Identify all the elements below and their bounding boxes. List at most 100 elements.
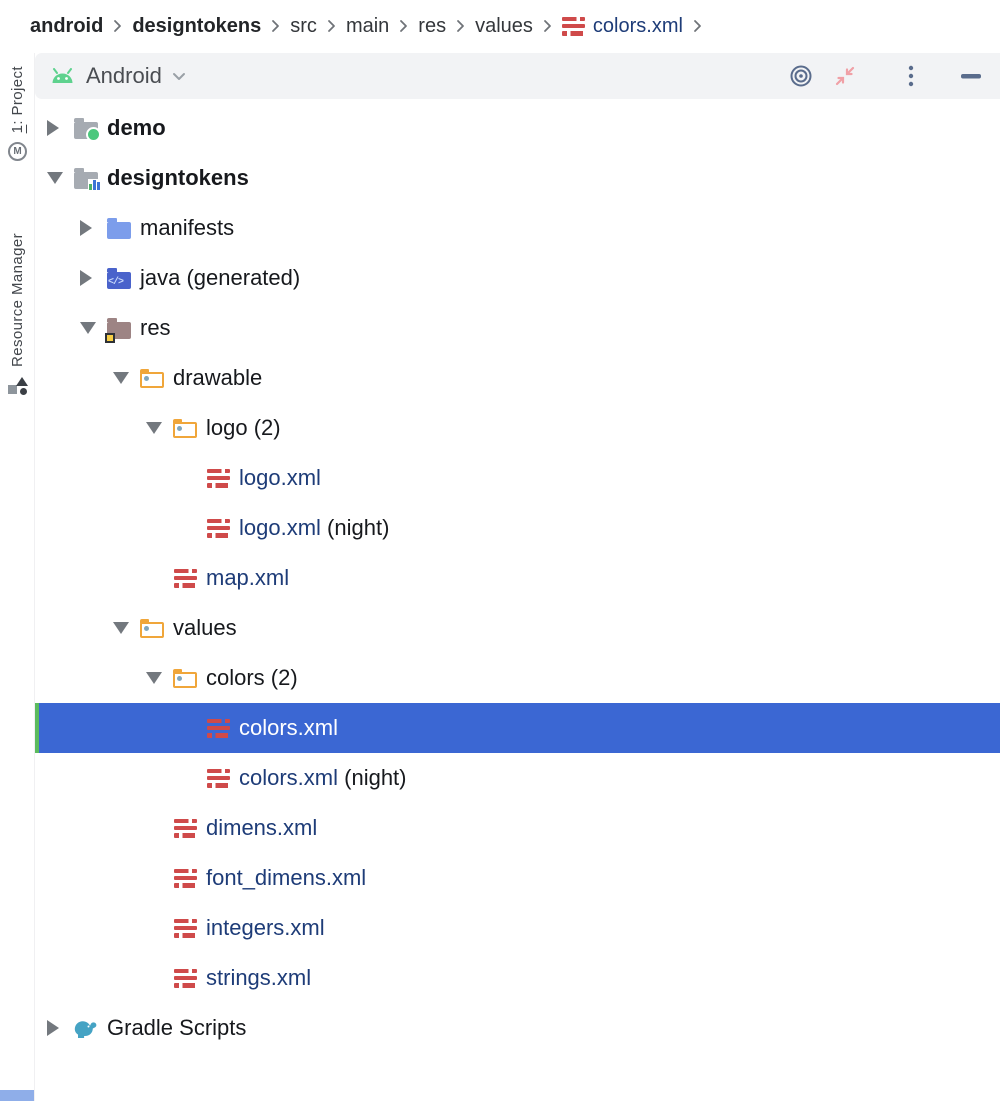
tree-row-label: logo.xml (night)	[239, 515, 390, 540]
res-folder-icon	[105, 317, 131, 343]
tree-row-values[interactable]: values	[35, 603, 1000, 653]
chevron-expanded-icon[interactable]	[80, 322, 104, 334]
kebab-menu-icon[interactable]	[898, 63, 924, 89]
breadcrumb-separator-icon	[543, 19, 552, 33]
tree-row-dimens-xml[interactable]: dimens.xml	[35, 803, 1000, 853]
tree-row-label: map.xml	[206, 565, 290, 590]
toolwindow-header: Android	[35, 53, 1000, 99]
breadcrumb-item-res[interactable]: res	[418, 14, 447, 37]
tree-row-label: values	[173, 615, 237, 640]
manifests-folder-icon	[107, 217, 131, 239]
tree-row-label: font_dimens.xml	[206, 865, 367, 890]
tree-row-label: drawable	[173, 365, 263, 390]
tree-row-strings-xml[interactable]: strings.xml	[35, 953, 1000, 1003]
breadcrumb-separator-icon	[693, 19, 702, 33]
tree-row-label: colors.xml	[239, 715, 339, 740]
tree-row-label: java (generated)	[140, 265, 301, 290]
breadcrumb-item-colors-xml[interactable]: colors.xml	[592, 14, 683, 37]
xml-file-icon	[206, 718, 230, 738]
stripe-button-highlight[interactable]	[0, 1090, 34, 1101]
tree-row-designtokens[interactable]: designtokens	[35, 153, 1000, 203]
chevron-collapsed-icon[interactable]	[47, 120, 71, 136]
bullseye-icon[interactable]	[788, 63, 814, 89]
xml-file-icon	[206, 468, 230, 488]
breadcrumb-item-android[interactable]: android	[30, 14, 104, 37]
chevron-expanded-icon[interactable]	[146, 422, 170, 434]
resource-folder-icon	[173, 419, 197, 438]
gradle-elephant-icon	[73, 1018, 99, 1039]
breadcrumb-separator-icon	[327, 19, 336, 33]
breadcrumb: android designtokens src main res values color…	[0, 0, 1000, 52]
tree-row-demo[interactable]: demo	[35, 103, 1000, 153]
tree-row-java-generated-[interactable]: </> java (generated)	[35, 253, 1000, 303]
resource-folder-icon	[173, 669, 197, 688]
breadcrumb-item-values[interactable]: values	[475, 14, 533, 37]
xml-file-icon	[173, 868, 197, 888]
stripe-button-resource-manager[interactable]: Resource Manager	[0, 233, 35, 396]
tree-row-label: logo.xml	[239, 465, 321, 490]
android-logo-icon	[49, 67, 76, 85]
java-folder-icon: </>	[107, 267, 131, 289]
tree-row-label: dimens.xml	[206, 815, 318, 840]
chevron-expanded-icon[interactable]	[113, 622, 137, 634]
tree-row-manifests[interactable]: manifests	[35, 203, 1000, 253]
breadcrumb-separator-icon	[113, 19, 122, 33]
chevron-expanded-icon[interactable]	[47, 172, 71, 184]
tree-row-label: colors.xml (night)	[239, 765, 407, 790]
module-folder-lib-icon	[74, 167, 101, 191]
breadcrumb-item-designtokens[interactable]: designtokens	[132, 14, 262, 37]
tree-row-label: strings.xml	[206, 965, 312, 990]
tree-row-label: manifests	[140, 215, 235, 240]
project-tree: demo designtokens manifests </> java (genera…	[35, 103, 1000, 1053]
stripe-button-project[interactable]: 1: Project M	[0, 66, 35, 162]
xml-file-icon	[173, 968, 197, 988]
tree-row-label: Gradle Scripts	[107, 1015, 247, 1040]
tree-row-label: colors (2)	[206, 665, 298, 690]
chevron-expanded-icon[interactable]	[113, 372, 137, 384]
tree-row-gradle-scripts[interactable]: Gradle Scripts	[35, 1003, 1000, 1053]
tree-row-label: demo	[107, 115, 166, 140]
tree-row-colors-2-[interactable]: colors (2)	[35, 653, 1000, 703]
tree-row-drawable[interactable]: drawable	[35, 353, 1000, 403]
toolwindow-stripe: 1: Project M Resource Manager	[0, 53, 35, 1101]
xml-file-icon	[173, 818, 197, 838]
xml-file-icon	[206, 518, 230, 538]
tree-row-label: designtokens	[107, 165, 249, 190]
circled-m-icon: M	[8, 142, 27, 162]
tree-row-colors-xml[interactable]: colors.xml	[35, 703, 1000, 753]
resource-folder-icon	[140, 619, 164, 638]
xml-file-icon	[561, 16, 585, 36]
xml-file-icon	[173, 918, 197, 938]
tree-row-logo-xml[interactable]: logo.xml	[35, 453, 1000, 503]
resource-manager-button-label: Resource Manager	[9, 233, 26, 367]
breadcrumb-separator-icon	[399, 19, 408, 33]
tree-row-label: res	[140, 315, 171, 340]
breadcrumb-separator-icon	[456, 19, 465, 33]
tree-row-res[interactable]: res	[35, 303, 1000, 353]
tree-row-logo-xml-night[interactable]: logo.xml (night)	[35, 503, 1000, 553]
chevron-collapsed-icon[interactable]	[80, 270, 104, 286]
tree-row-label: integers.xml	[206, 915, 325, 940]
tree-row-colors-xml-night[interactable]: colors.xml (night)	[35, 753, 1000, 803]
project-button-label: 1: Project	[9, 66, 26, 134]
chevron-collapsed-icon[interactable]	[47, 1020, 71, 1036]
xml-file-icon	[173, 568, 197, 588]
chevron-down-icon[interactable]	[172, 72, 186, 81]
shapes-icon	[7, 376, 28, 396]
breadcrumb-item-main[interactable]: main	[345, 14, 390, 37]
chevron-expanded-icon[interactable]	[146, 672, 170, 684]
toolwindow-view-selector[interactable]: Android	[86, 63, 162, 88]
tree-row-integers-xml[interactable]: integers.xml	[35, 903, 1000, 953]
tree-row-font-dimens-xml[interactable]: font_dimens.xml	[35, 853, 1000, 903]
module-folder-app-icon	[74, 117, 101, 142]
breadcrumb-item-src[interactable]: src	[290, 14, 317, 37]
minimize-icon[interactable]	[958, 63, 984, 89]
breadcrumb-separator-icon	[271, 19, 280, 33]
xml-file-icon	[206, 768, 230, 788]
resource-folder-icon	[140, 369, 164, 388]
tree-row-logo-2-[interactable]: logo (2)	[35, 403, 1000, 453]
tree-row-label: logo (2)	[206, 415, 281, 440]
chevron-collapsed-icon[interactable]	[80, 220, 104, 236]
tree-row-map-xml[interactable]: map.xml	[35, 553, 1000, 603]
collapse-arrows-icon[interactable]	[832, 63, 858, 89]
